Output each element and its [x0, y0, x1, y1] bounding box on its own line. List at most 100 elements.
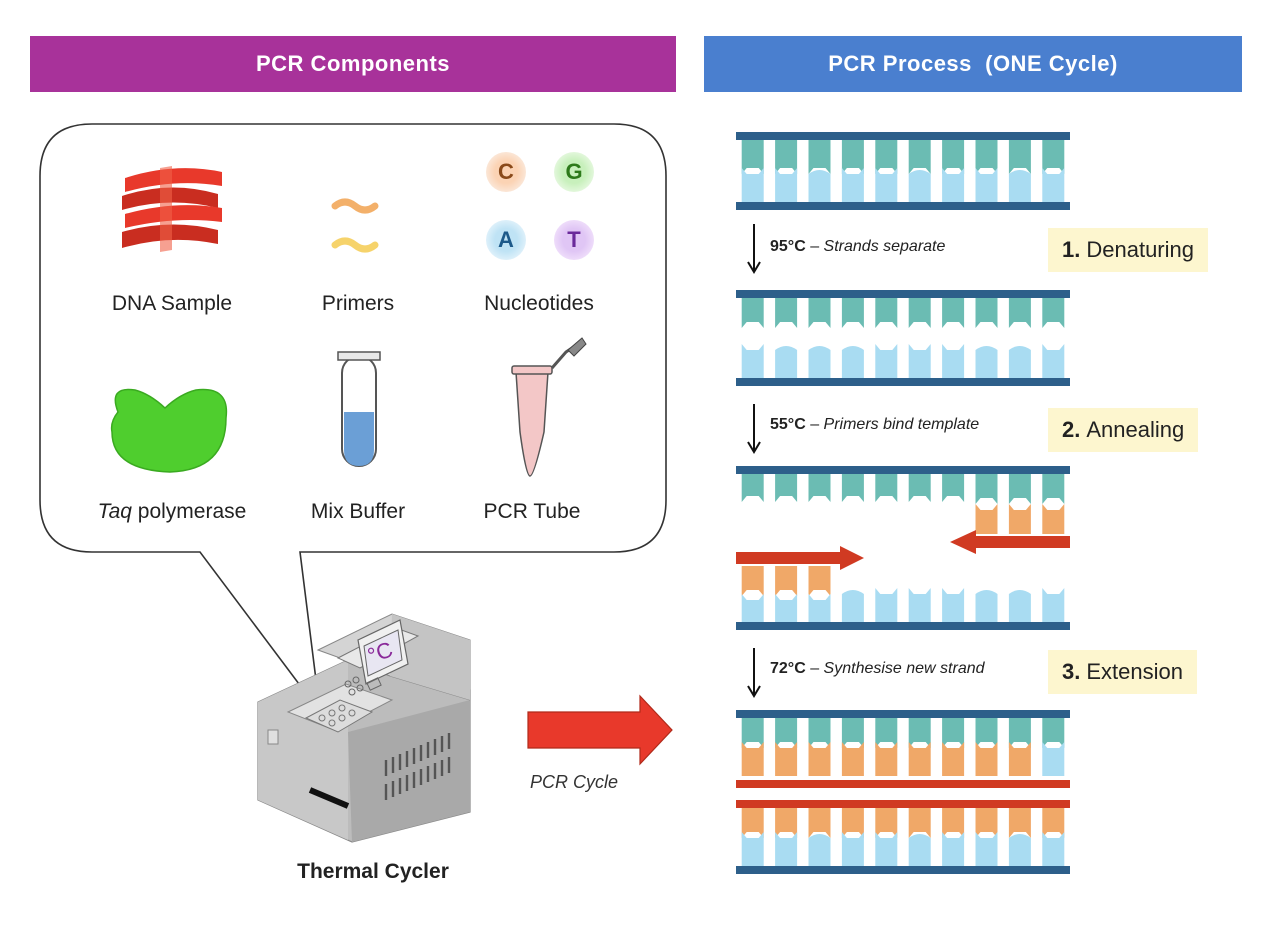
dsdna-bottom-base: [942, 168, 965, 202]
denatured-bottom-base: [1008, 346, 1031, 378]
annealing-top-backbone: [736, 466, 1070, 474]
step-2-badge: 2.Annealing: [1048, 408, 1199, 452]
ext2-new-backbone: [736, 800, 1070, 808]
annealing-bottom-base: [942, 588, 965, 622]
taq-italic: Taq: [97, 500, 132, 523]
nucleotide-c-icon: C: [486, 152, 526, 192]
thermal-cycler-icon: [257, 613, 471, 843]
taq-polymerase-label: Taq polymerase: [80, 500, 264, 524]
pcr-components-banner: PCR Components: [30, 36, 676, 92]
primer-base: [975, 504, 998, 534]
dsdna-bottom-base: [1042, 168, 1065, 202]
ext2-template-base: [942, 832, 965, 866]
dsdna-bottom-base: [908, 170, 931, 202]
ext2-new-base: [775, 808, 798, 838]
ext1-new-base: [975, 742, 998, 776]
dsdna-top-base: [741, 140, 764, 174]
step-2-text: 55°C – Primers bind template: [770, 416, 980, 433]
dsdna-top-base: [942, 140, 965, 174]
dsdna-top-base: [875, 140, 898, 174]
ext1-template-base: [908, 718, 931, 748]
dsdna-top-base: [775, 140, 798, 174]
pcr-cycle-arrow: [527, 694, 673, 766]
ext2-new-base: [1042, 808, 1065, 838]
dsdna-bottom-base: [808, 170, 831, 202]
denatured-bottom-base: [1042, 344, 1065, 378]
ext1-new-base: [741, 742, 764, 776]
ext2-new-base: [741, 808, 764, 838]
pcr-components-title: PCR Components: [256, 51, 450, 76]
step-1-badge: 1.Denaturing: [1048, 228, 1208, 272]
dsdna-bottom-base: [775, 168, 798, 202]
primer-base: [1042, 504, 1065, 534]
annealing-bottom-backbone: [736, 622, 1070, 630]
denatured-top-base: [775, 298, 798, 328]
denatured-top-base: [808, 298, 831, 328]
annealing-bottom-base: [875, 588, 898, 622]
dsdna-top-base: [975, 140, 998, 174]
dsdna-top-base: [908, 140, 931, 174]
ext1-template-base: [875, 718, 898, 748]
denatured-top-backbone: [736, 290, 1070, 298]
ext1-new-base: [775, 742, 798, 776]
ext1-new-backbone: [736, 780, 1070, 788]
thermal-cycler-label: Thermal Cycler: [297, 860, 449, 883]
ext2-new-base: [808, 808, 831, 838]
ext1-template-backbone: [736, 710, 1070, 718]
annealing-bottom-base: [808, 594, 831, 622]
denatured-top-base: [942, 298, 965, 328]
ext2-new-base: [975, 808, 998, 838]
ext2-template-base: [908, 834, 931, 866]
dsdna-bottom-backbone: [736, 202, 1070, 210]
step-1-text: 95°C – Strands separate: [770, 238, 946, 255]
ext2-template-base: [841, 832, 864, 866]
nucleotide-g-icon: G: [554, 152, 594, 192]
ext2-template-base: [775, 832, 798, 866]
dsdna-top-base: [808, 140, 831, 174]
mix-buffer-label: Mix Buffer: [310, 500, 406, 523]
denatured-bottom-base: [908, 344, 931, 378]
ext1-new-base: [1042, 742, 1065, 776]
primers-label: Primers: [321, 292, 395, 315]
dsdna-top-base: [1008, 140, 1031, 174]
dsdna-bottom-base: [1008, 170, 1031, 202]
ext2-template-base: [741, 832, 764, 866]
dsdna-top-base: [1042, 140, 1065, 174]
ext1-template-base: [942, 718, 965, 748]
denatured-top-base: [875, 298, 898, 328]
forward-primer-arrow: [736, 546, 864, 570]
ext1-new-base: [908, 742, 931, 776]
dna-sample-icon: [122, 166, 222, 252]
annealing-bottom-base: [908, 588, 931, 622]
ext2-template-base: [1008, 834, 1031, 866]
annealing-top-base: [741, 474, 764, 502]
ext1-template-base: [741, 718, 764, 748]
ext1-template-base: [1042, 718, 1065, 748]
primers-icon: [331, 198, 379, 253]
denatured-bottom-base: [775, 346, 798, 378]
denatured-top-base: [841, 298, 864, 328]
ext1-new-base: [942, 742, 965, 776]
denatured-bottom-base: [975, 346, 998, 378]
annealing-bottom-base: [1008, 590, 1031, 622]
denatured-top-base: [741, 298, 764, 328]
dsdna-bottom-base: [741, 168, 764, 202]
ext1-template-base: [841, 718, 864, 748]
annealing-bottom-base: [775, 594, 798, 622]
annealing-top-base: [1042, 474, 1065, 504]
ext2-template-backbone: [736, 866, 1070, 874]
ext2-template-base: [1042, 832, 1065, 866]
dsdna-bottom-base: [841, 168, 864, 202]
pcr-process-diagram: [736, 132, 1070, 874]
step-3-text: 72°C – Synthesise new strand: [770, 660, 985, 677]
ext1-new-base: [841, 742, 864, 776]
annealing-bottom-base: [1042, 588, 1065, 622]
pcr-tube-icon: [511, 337, 587, 477]
nucleotide-a-icon: A: [486, 220, 526, 260]
dna-sample-label: DNA Sample: [111, 292, 233, 315]
annealing-top-base: [1008, 474, 1031, 504]
reverse-primer-arrow: [950, 530, 1070, 554]
primer-base: [741, 566, 764, 596]
ext2-template-base: [975, 832, 998, 866]
ext2-new-base: [942, 808, 965, 838]
